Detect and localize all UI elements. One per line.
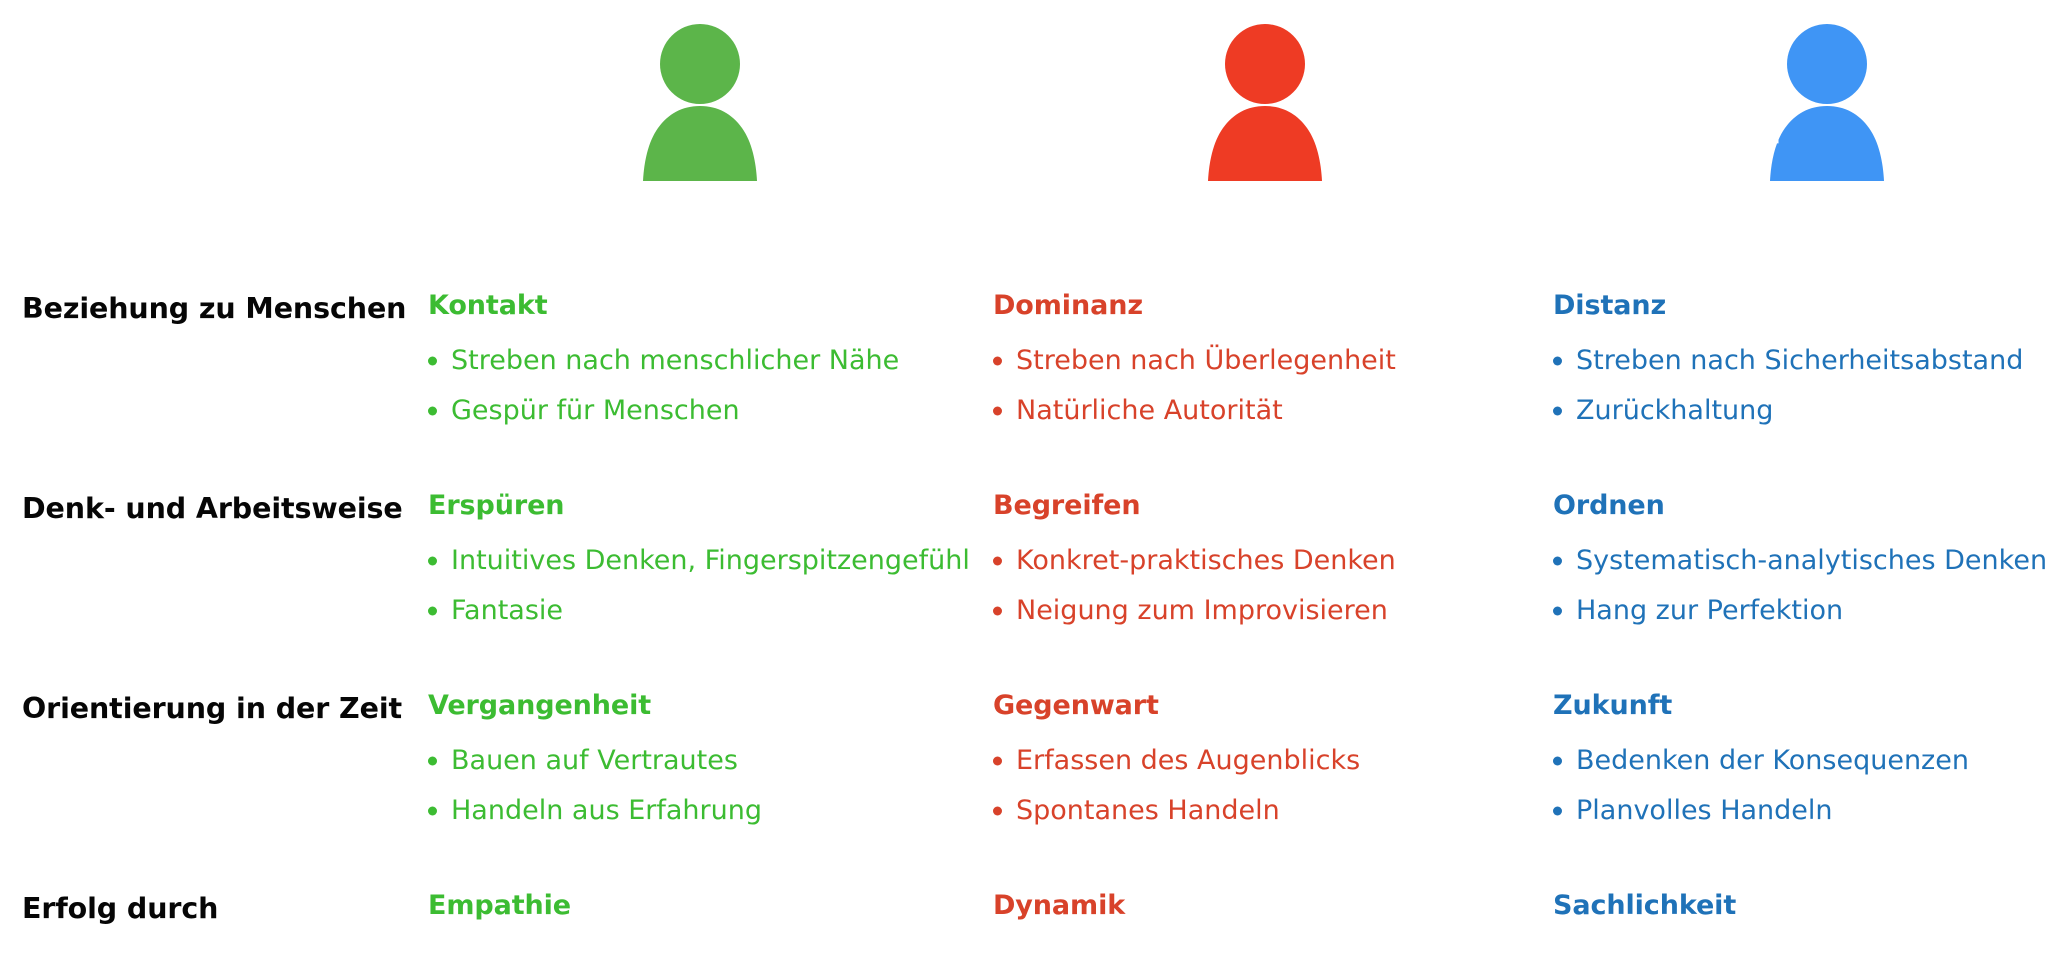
person-icon-red [1185, 18, 1345, 183]
table-row: Orientierung in der Zeit Vergangenheit B… [0, 596, 2048, 826]
list-item-label: Konkret-praktisches Denken [1016, 545, 1396, 576]
comparison-grid: Beziehung zu Menschen Kontakt Streben na… [0, 196, 2048, 925]
bullet-dot-icon [993, 756, 1002, 766]
row-label-orientierung: Orientierung in der Zeit [22, 692, 403, 725]
cell-bullet-list: Streben nach Sicherheitsabstand Zurückha… [1553, 336, 2023, 436]
cell-bullet-list: Streben nach Überlegenheit Natürliche Au… [993, 336, 1396, 436]
cell-heading: Empathie [428, 890, 572, 921]
list-item-label: Fantasie [451, 595, 564, 626]
person-icon-blue [1747, 18, 1907, 183]
list-item-label: Neigung zum Improvisieren [1016, 595, 1388, 626]
bullet-dot-icon [1553, 406, 1562, 416]
list-item: Spontanes Handeln [993, 786, 1360, 836]
list-item: Erfassen des Augenblicks [993, 736, 1360, 786]
list-item-label: Handeln aus Erfahrung [451, 795, 763, 826]
list-item-label: Spontanes Handeln [1016, 795, 1280, 826]
bullet-dot-icon [1553, 606, 1562, 616]
list-item-label: Natürliche Autorität [1016, 395, 1283, 426]
list-item-label: Erfassen des Augenblicks [1016, 745, 1361, 776]
cell-heading: Begreifen [993, 490, 1141, 521]
list-item: Bedenken der Konsequenzen [1553, 736, 1969, 786]
cell-bullet-list: Bedenken der Konsequenzen Planvolles Han… [1553, 736, 1969, 836]
list-item-label: Zurückhaltung [1576, 395, 1774, 426]
bullet-dot-icon [993, 606, 1002, 616]
bullet-dot-icon [993, 406, 1002, 416]
list-item: Fantasie [428, 586, 970, 636]
list-item: Neigung zum Improvisieren [993, 586, 1396, 636]
cell-bullet-list: Bauen auf Vertrautes Handeln aus Erfahru… [428, 736, 762, 836]
list-item-label: Hang zur Perfektion [1576, 595, 1844, 626]
list-item: Planvolles Handeln [1553, 786, 1969, 836]
table-row: Beziehung zu Menschen Kontakt Streben na… [0, 196, 2048, 426]
cell-heading: Zukunft [1553, 690, 1673, 721]
bullet-dot-icon [1553, 756, 1562, 766]
cell-heading: Distanz [1553, 290, 1667, 321]
table-row: Erfolg durch Empathie Dynamik Sachlichke… [0, 796, 2048, 925]
cell-bullet-list: Streben nach menschlicher Nähe Gespür fü… [428, 336, 899, 436]
cell-heading: Dominanz [993, 290, 1143, 321]
list-item-label: Bauen auf Vertrautes [451, 745, 738, 776]
list-item: Handeln aus Erfahrung [428, 786, 762, 836]
list-item-label: Planvolles Handeln [1576, 795, 1833, 826]
bullet-dot-icon [1553, 806, 1562, 816]
cell-bullet-list: Systematisch-analytisches Denken Hang zu… [1553, 536, 2047, 636]
row-label-beziehung: Beziehung zu Menschen [22, 292, 407, 325]
person-icon-green [620, 18, 780, 183]
cell-heading: Ordnen [1553, 490, 1665, 521]
cell-heading: Gegenwart [993, 690, 1159, 721]
list-item-label: Streben nach menschlicher Nähe [451, 345, 900, 376]
list-item-label: Bedenken der Konsequenzen [1576, 745, 1969, 776]
bullet-dot-icon [1553, 556, 1562, 566]
list-item: Gespür für Menschen [428, 386, 899, 436]
cell-heading: Dynamik [993, 890, 1126, 921]
bullet-dot-icon [428, 406, 437, 416]
list-item-label: Intuitives Denken, Fingerspitzengefühl [451, 545, 970, 576]
persona-icon-row [0, 0, 2048, 196]
bullet-dot-icon [428, 356, 437, 366]
list-item: Systematisch-analytisches Denken [1553, 536, 2047, 586]
list-item: Streben nach menschlicher Nähe [428, 336, 899, 386]
list-item: Konkret-praktisches Denken [993, 536, 1396, 586]
bullet-dot-icon [428, 606, 437, 616]
cell-heading: Vergangenheit [428, 690, 652, 721]
list-item: Streben nach Sicherheitsabstand [1553, 336, 2023, 386]
row-label-denkweise: Denk- und Arbeitsweise [22, 492, 403, 525]
bullet-dot-icon [993, 356, 1002, 366]
bullet-dot-icon [993, 556, 1002, 566]
bullet-dot-icon [428, 806, 437, 816]
list-item-label: Systematisch-analytisches Denken [1576, 545, 2048, 576]
table-row: Denk- und Arbeitsweise Erspüren Intuitiv… [0, 396, 2048, 626]
list-item-label: Streben nach Überlegenheit [1016, 345, 1396, 376]
bullet-dot-icon [1553, 356, 1562, 366]
list-item: Zurückhaltung [1553, 386, 2023, 436]
list-item-label: Gespür für Menschen [451, 395, 740, 426]
row-label-erfolg: Erfolg durch [22, 892, 219, 925]
list-item-label: Streben nach Sicherheitsabstand [1576, 345, 2024, 376]
cell-heading: Kontakt [428, 290, 548, 321]
cell-bullet-list: Erfassen des Augenblicks Spontanes Hande… [993, 736, 1360, 836]
cell-bullet-list: Konkret-praktisches Denken Neigung zum I… [993, 536, 1396, 636]
cell-bullet-list: Intuitives Denken, Fingerspitzengefühl F… [428, 536, 970, 636]
bullet-dot-icon [428, 556, 437, 566]
cell-heading: Erspüren [428, 490, 565, 521]
bullet-dot-icon [993, 806, 1002, 816]
list-item: Natürliche Autorität [993, 386, 1396, 436]
list-item: Intuitives Denken, Fingerspitzengefühl [428, 536, 970, 586]
list-item: Bauen auf Vertrautes [428, 736, 762, 786]
list-item: Hang zur Perfektion [1553, 586, 2047, 636]
list-item: Streben nach Überlegenheit [993, 336, 1396, 386]
cell-heading: Sachlichkeit [1553, 890, 1737, 921]
bullet-dot-icon [428, 756, 437, 766]
